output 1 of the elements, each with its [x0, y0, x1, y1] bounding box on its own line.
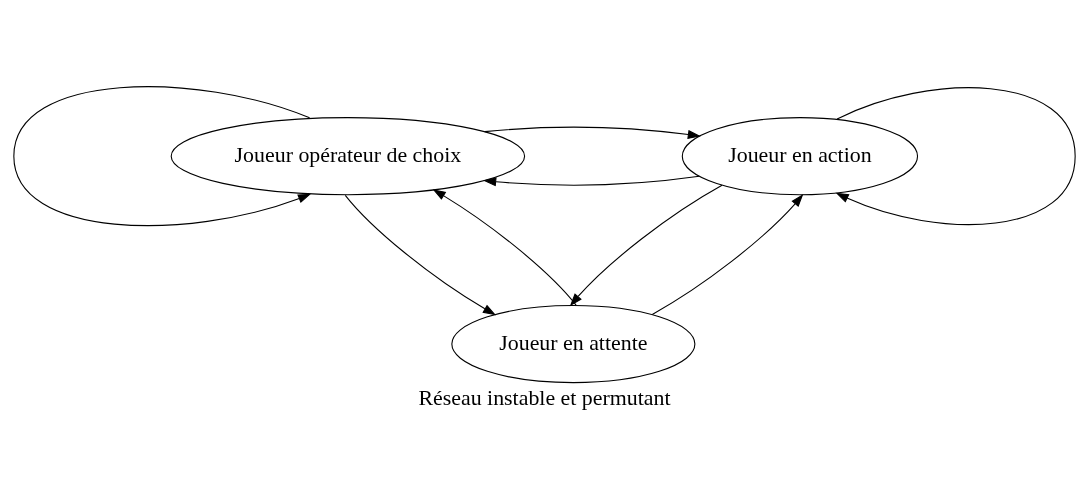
caption: Réseau instable et permutant	[418, 385, 671, 410]
